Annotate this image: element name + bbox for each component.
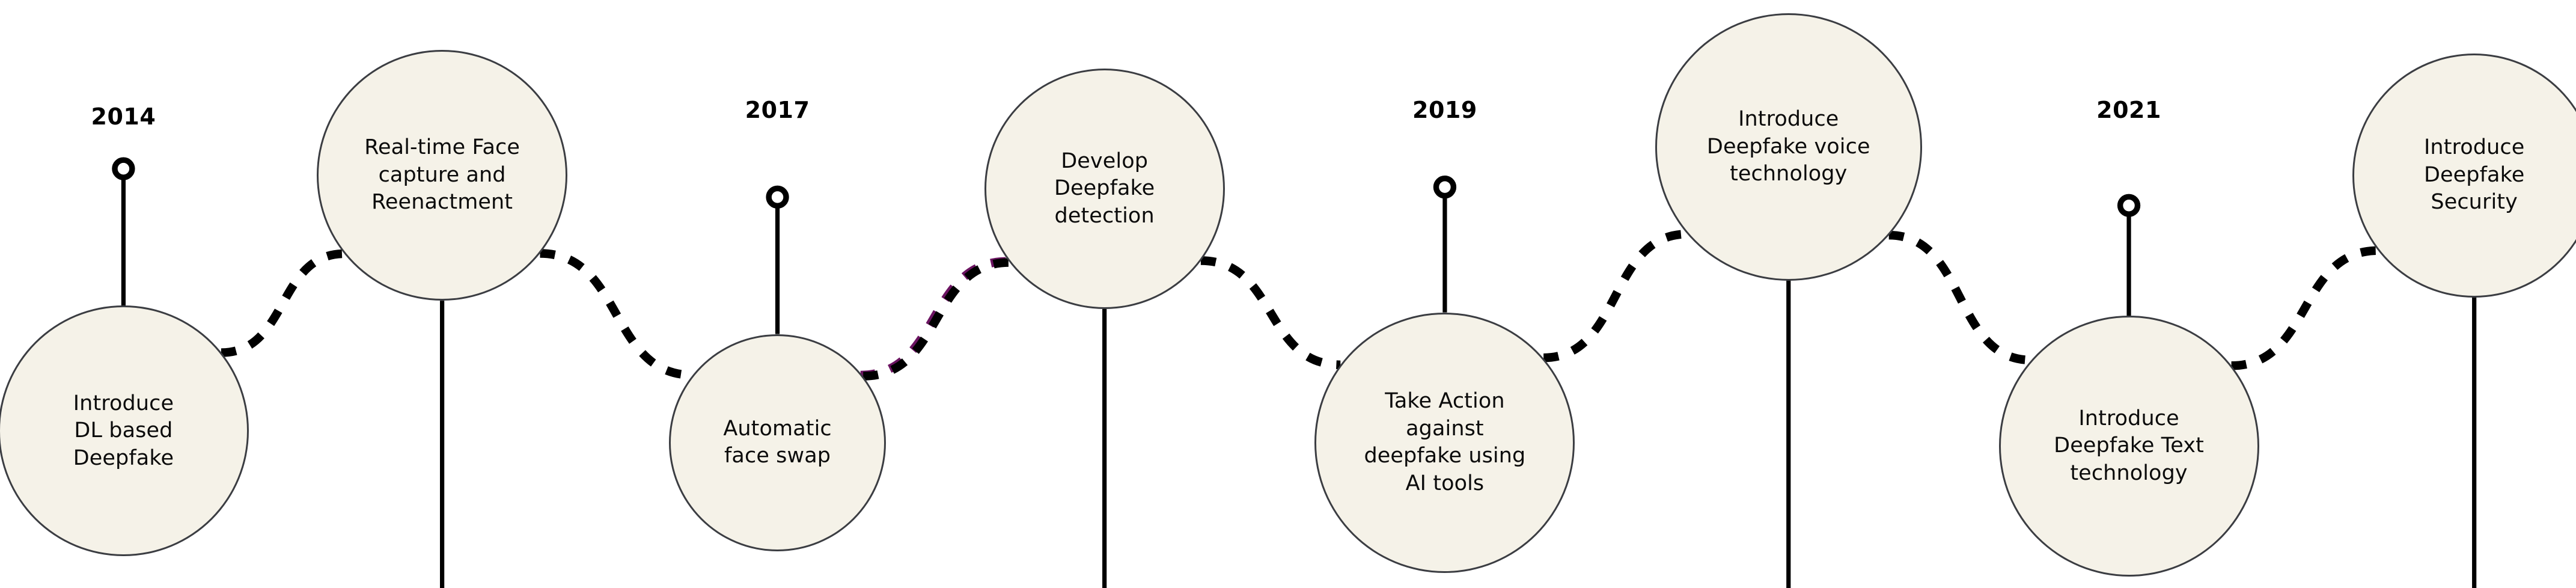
- connector-3-highlight: [860, 257, 1007, 380]
- node-deepfake-security[interactable]: Introduce Deepfake Security: [2352, 53, 2576, 298]
- node-realtime-face[interactable]: Real-time Face capture and Reenactment: [317, 50, 567, 301]
- year-dot-icon: [2117, 194, 2141, 217]
- year-2014: 2014: [91, 103, 156, 130]
- node-label: Introduce Deepfake Security: [2423, 135, 2525, 215]
- year-marker-2017: [766, 185, 789, 334]
- connector-5: [1543, 230, 1688, 363]
- node-label: Introduce Deepfake voice technology: [1706, 107, 1870, 186]
- node-deepfake-voice[interactable]: Introduce Deepfake voice technology: [1655, 13, 1922, 281]
- node-label: Introduce Deepfake Text technology: [2054, 406, 2204, 485]
- connector-7: [2231, 246, 2379, 370]
- connector-6: [1888, 230, 2031, 365]
- year-marker-2021: [2117, 194, 2141, 316]
- node-label: Take Action against deepfake using AI to…: [1364, 389, 1526, 495]
- node-deepfake-text[interactable]: Introduce Deepfake Text technology: [1998, 316, 2259, 577]
- node-take-action[interactable]: Take Action against deepfake using AI to…: [1314, 312, 1575, 573]
- node-dl-deepfake[interactable]: Introduce DL based Deepfake: [0, 305, 249, 557]
- year-marker-2020: [1786, 280, 1791, 588]
- year-2017: 2017: [745, 97, 810, 124]
- node-label: Automatic face swap: [723, 416, 832, 468]
- year-dot-icon: [766, 185, 789, 209]
- year-marker-2016: [440, 301, 445, 588]
- year-2021: 2021: [2096, 97, 2161, 124]
- year-marker-2018: [1102, 309, 1107, 588]
- node-auto-face-swap[interactable]: Automatic face swap: [669, 334, 886, 551]
- year-marker-2019: [1433, 176, 1457, 313]
- year-dot-icon: [1433, 176, 1457, 199]
- year-marker-2022: [2472, 297, 2477, 588]
- year-2019: 2019: [1412, 97, 1477, 124]
- connector-2: [540, 249, 693, 380]
- node-deepfake-detect[interactable]: Develop Deepfake detection: [984, 68, 1225, 309]
- connector-1: [221, 249, 345, 357]
- year-marker-2014: [112, 157, 135, 306]
- node-label: Real-time Face capture and Reenactment: [364, 135, 520, 215]
- node-label: Develop Deepfake detection: [1054, 149, 1155, 228]
- connector-4: [1200, 256, 1341, 370]
- connector-3: [863, 258, 1010, 381]
- year-dot-icon: [112, 157, 135, 180]
- node-label: Introduce DL based Deepfake: [73, 391, 174, 470]
